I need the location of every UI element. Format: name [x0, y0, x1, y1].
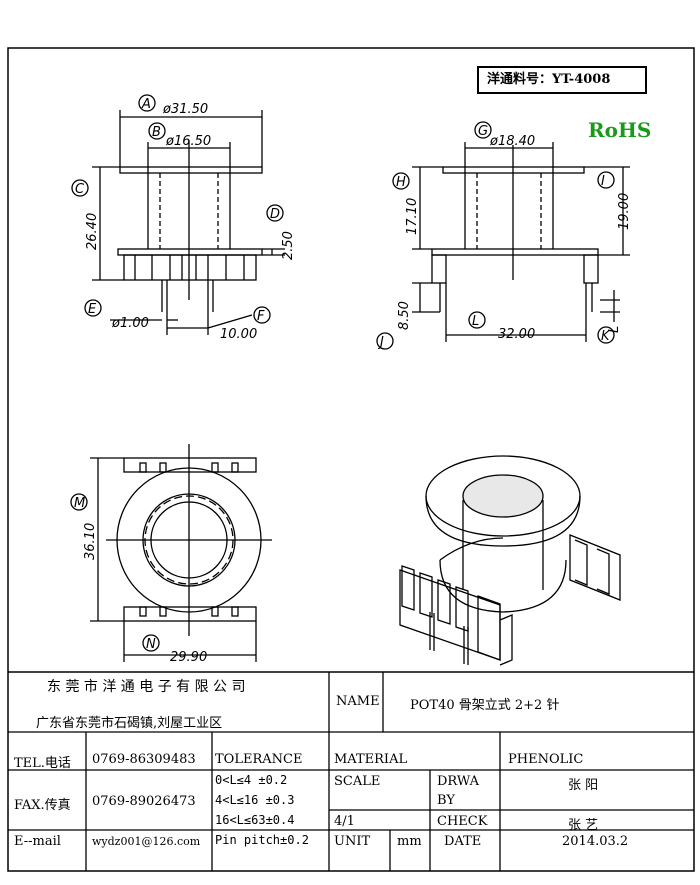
email-label: E--mail	[14, 834, 61, 849]
dim-e: ø1.00	[111, 316, 149, 331]
email-value: wydz001@126.com	[92, 835, 201, 848]
company-name: 东 莞 市 洋 通 电 子 有 限 公 司	[47, 679, 246, 695]
tolerance-4: Pin pitch±0.2	[215, 833, 309, 847]
dim-k: L	[607, 326, 622, 333]
isometric-view	[399, 455, 621, 666]
balloon-n: N	[146, 637, 156, 652]
balloon-l: L	[472, 314, 479, 329]
dim-b: ø16.50	[165, 134, 211, 149]
balloon-c: C	[75, 182, 85, 197]
side-view	[376, 121, 630, 350]
check-label: CHECK	[437, 814, 488, 829]
tolerance-2: 4<L≤16 ±0.3	[215, 793, 295, 807]
name-label: NAME	[336, 694, 380, 709]
dim-g: ø18.40	[489, 134, 535, 149]
dim-i: 19.00	[617, 193, 632, 230]
balloon-j: J	[377, 335, 384, 350]
dim-h: 17.10	[405, 198, 420, 235]
fax-label: FAX.传真	[14, 798, 71, 813]
unit-label: UNIT	[334, 834, 371, 849]
balloon-b: B	[152, 125, 161, 140]
drawn-label-1: DRWA	[437, 774, 480, 789]
balloon-f: F	[257, 309, 265, 324]
scale-value: 4/1	[334, 814, 355, 829]
balloon-d: D	[270, 207, 280, 222]
material-value: PHENOLIC	[508, 752, 584, 767]
balloon-a: A	[141, 97, 151, 112]
balloon-h: H	[396, 175, 406, 190]
front-view	[71, 94, 285, 335]
drawn-label-2: BY	[437, 793, 455, 808]
name-value: POT40 骨架立式 2+2 针	[410, 698, 560, 713]
rohs-mark: RoHS	[588, 118, 652, 142]
title-block-grid	[8, 671, 694, 871]
tolerance-label: TOLERANCE	[215, 752, 303, 767]
sheet-border	[7, 47, 695, 872]
dim-m: 36.10	[83, 523, 98, 560]
material-label: MATERIAL	[334, 752, 408, 767]
balloon-m: M	[74, 496, 85, 511]
check-value: 张 艺	[568, 818, 599, 833]
tolerance-3: 16<L≤63±0.4	[215, 813, 295, 827]
balloon-i: I	[601, 174, 605, 189]
dim-f: 10.00	[220, 327, 257, 342]
dim-c: 26.40	[85, 213, 100, 250]
tolerance-1: 0<L≤4 ±0.2	[215, 773, 288, 787]
scale-label: SCALE	[334, 774, 381, 789]
dim-a: ø31.50	[162, 102, 208, 117]
unit-value: mm	[397, 834, 422, 849]
date-label: DATE	[444, 834, 482, 849]
dim-j: 8.50	[397, 301, 412, 330]
fax-value: 0769-89026473	[92, 794, 196, 809]
balloon-e: E	[88, 302, 97, 317]
balloon-k: K	[601, 329, 611, 344]
dim-l: 32.00	[498, 327, 535, 342]
tel-label: TEL.电话	[14, 756, 71, 771]
dim-d: 2.50	[281, 231, 296, 260]
top-view	[70, 444, 272, 662]
part-number-box: 洋通料号：YT-4008	[477, 66, 647, 94]
balloon-g: G	[478, 124, 488, 139]
dim-n: 29.90	[170, 650, 207, 665]
company-address: 广东省东莞市石碣镇,刘屋工业区	[36, 716, 223, 731]
drawn-value: 张 阳	[568, 778, 599, 793]
tel-value: 0769-86309483	[92, 752, 196, 767]
date-value: 2014.03.2	[562, 834, 629, 849]
